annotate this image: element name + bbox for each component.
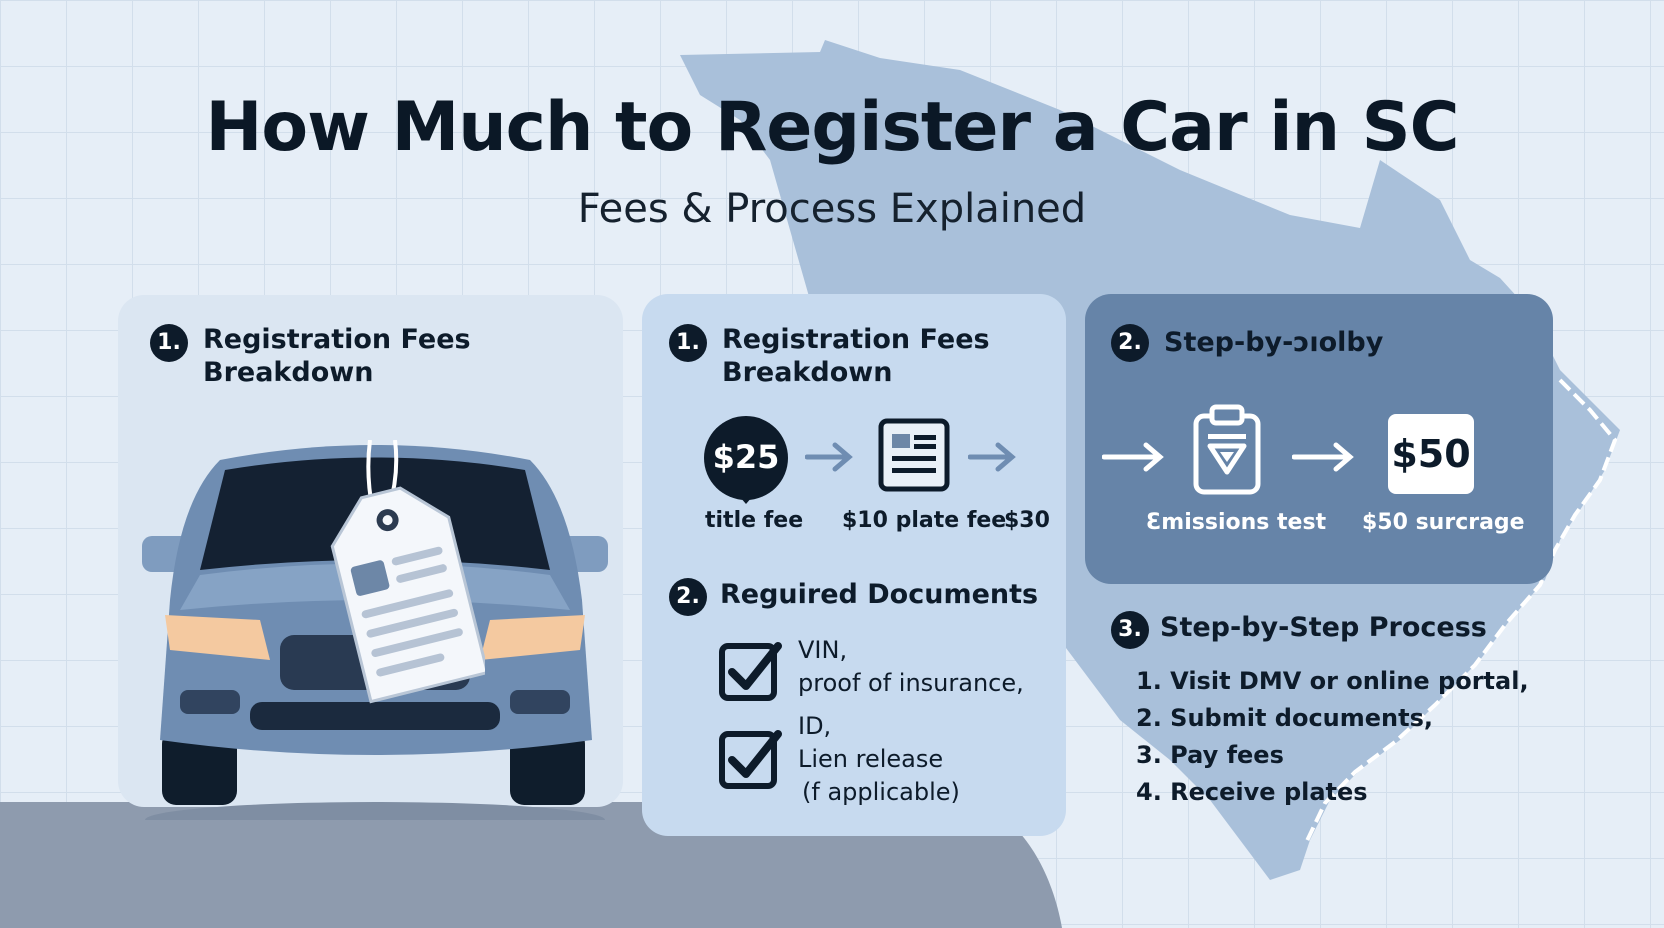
- document-line: proof of insurance,: [798, 669, 1024, 697]
- document-line: (f applicable): [802, 778, 960, 806]
- price-badge-amount: $50: [1391, 432, 1471, 476]
- process-step: 2. Submit documents,: [1136, 704, 1434, 732]
- step-number-badge: 3.: [1111, 611, 1149, 649]
- step-number-badge: 1.: [669, 324, 707, 362]
- panel-heading: Registration Fees Breakdown: [203, 323, 471, 389]
- process-heading: Step-by-Step Process: [1160, 612, 1487, 643]
- fee-label: title fee: [705, 508, 804, 533]
- page-title: How Much to Register a Car in SC: [205, 88, 1459, 167]
- step-label: $50 surcrage: [1362, 510, 1525, 535]
- price-badge: [1388, 414, 1474, 494]
- fee-badge: [704, 416, 788, 500]
- process-step: 3. Pay fees: [1136, 741, 1284, 769]
- arrow-right-icon: [968, 442, 1016, 472]
- panel-heading: Step-by-ɔıοlby: [1164, 327, 1384, 358]
- step-number-badge: 2.: [1111, 324, 1149, 362]
- heading-line: Breakdown: [203, 357, 374, 388]
- document-line: ID,: [798, 712, 832, 740]
- document-item: ID, Lien release (f applicable): [798, 710, 960, 809]
- document-icon: [878, 418, 950, 492]
- badge-pointer-icon: [734, 490, 758, 504]
- documents-heading: Reguired Documents: [720, 579, 1039, 610]
- heading-line: Registration Fees: [203, 324, 471, 355]
- document-line: VIN,: [798, 636, 848, 664]
- step-number-badge: 2.: [669, 578, 707, 616]
- checkbox-checked-icon: [719, 642, 782, 701]
- fee-label: $10 plate fee: [842, 508, 1007, 533]
- arrow-right-icon: [1102, 442, 1164, 472]
- step-number-badge: 1.: [150, 324, 188, 362]
- checkbox-checked-icon: [719, 730, 782, 789]
- fee-badge-amount: $25: [712, 438, 780, 476]
- panel-heading: Registration Fees Breakdown: [722, 323, 990, 389]
- page-subtitle: Fees & Process Explained: [577, 186, 1087, 232]
- document-line: Lien release: [798, 745, 944, 773]
- document-item: VIN, proof of insurance,: [798, 634, 1024, 700]
- arrow-right-icon: [1292, 442, 1354, 472]
- price-tag-icon: [330, 440, 485, 704]
- fee-label: $30: [1004, 508, 1050, 533]
- step-label: Ɛmissions test: [1146, 510, 1327, 535]
- clipboard-icon: [1193, 404, 1261, 495]
- panel-step-by-step: [1085, 294, 1553, 584]
- arrow-right-icon: [805, 442, 853, 472]
- process-step: 1. Visit DMV or online portal,: [1136, 667, 1529, 695]
- process-step: 4. Receive plates: [1136, 778, 1368, 806]
- panel-fees-documents: [642, 294, 1066, 836]
- heading-line: Registration Fees: [722, 324, 990, 355]
- heading-line: Breakdown: [722, 357, 893, 388]
